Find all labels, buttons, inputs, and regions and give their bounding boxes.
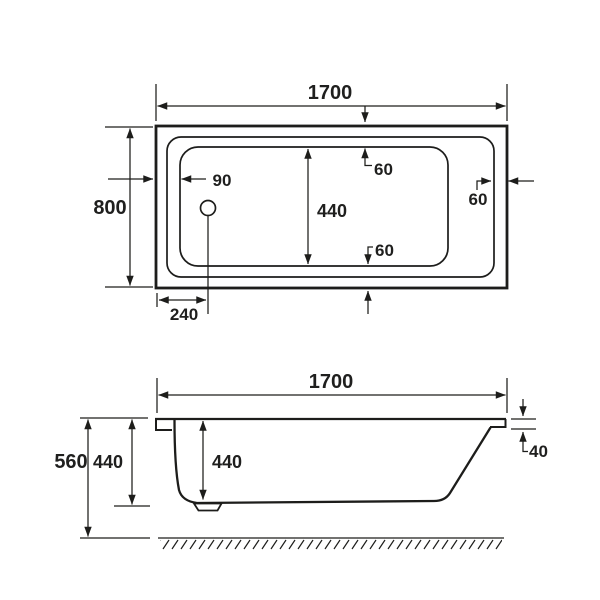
tub-left-lip (155, 419, 172, 431)
side-rim-height-label: 440 (93, 452, 123, 472)
tub-right-lip (490, 419, 507, 428)
plan-rim-outline (166, 136, 495, 278)
plan-drain-end-label: 240 (170, 305, 198, 324)
side-dim-overall-height: 560 (54, 417, 150, 539)
plan-outer-edge (154, 124, 509, 290)
side-view: 1700 560 440 440 (54, 371, 548, 550)
plan-drain-edge-label: 90 (213, 171, 232, 190)
side-inner-depth-label: 440 (212, 452, 242, 472)
plan-length-label: 1700 (308, 82, 353, 104)
plan-dim-rim-right: 60 (469, 177, 534, 209)
tub-shell (173, 419, 492, 505)
side-dim-rim-height: 440 (93, 419, 150, 507)
plan-dim-rim-bottom: 60 (364, 241, 394, 314)
side-dim-inner-depth: 440 (199, 420, 242, 500)
plan-dim-drain-edge: 90 (108, 171, 231, 190)
plan-basin-outline (179, 146, 449, 267)
side-rim-edge-label: 40 (529, 442, 548, 461)
plan-dim-rim-top: 60 (361, 148, 393, 179)
side-overall-height-label: 560 (54, 451, 87, 473)
plan-width-label: 800 (93, 197, 126, 219)
plan-dim-drain-end: 240 (156, 293, 207, 324)
plan-dim-width: 800 (93, 126, 153, 288)
tub-profile (155, 417, 507, 512)
plan-rim-bottom-label: 60 (375, 241, 394, 260)
plan-rim-right-label: 60 (469, 190, 488, 209)
plan-rim-top-label: 60 (374, 160, 393, 179)
side-dim-rim-edge: 40 (511, 399, 548, 461)
plan-view: 1700 800 90 60 60 440 (93, 82, 534, 324)
tub-foot (192, 502, 224, 512)
side-length-label: 1700 (309, 371, 354, 393)
ground-hatch (160, 539, 502, 550)
plan-drain-hole (199, 199, 217, 217)
side-dim-length: 1700 (156, 371, 508, 413)
plan-dim-length: 1700 (155, 82, 508, 123)
ground (158, 537, 504, 550)
plan-dim-basin-width: 440 (304, 148, 347, 265)
plan-basin-width-label: 440 (317, 201, 347, 221)
